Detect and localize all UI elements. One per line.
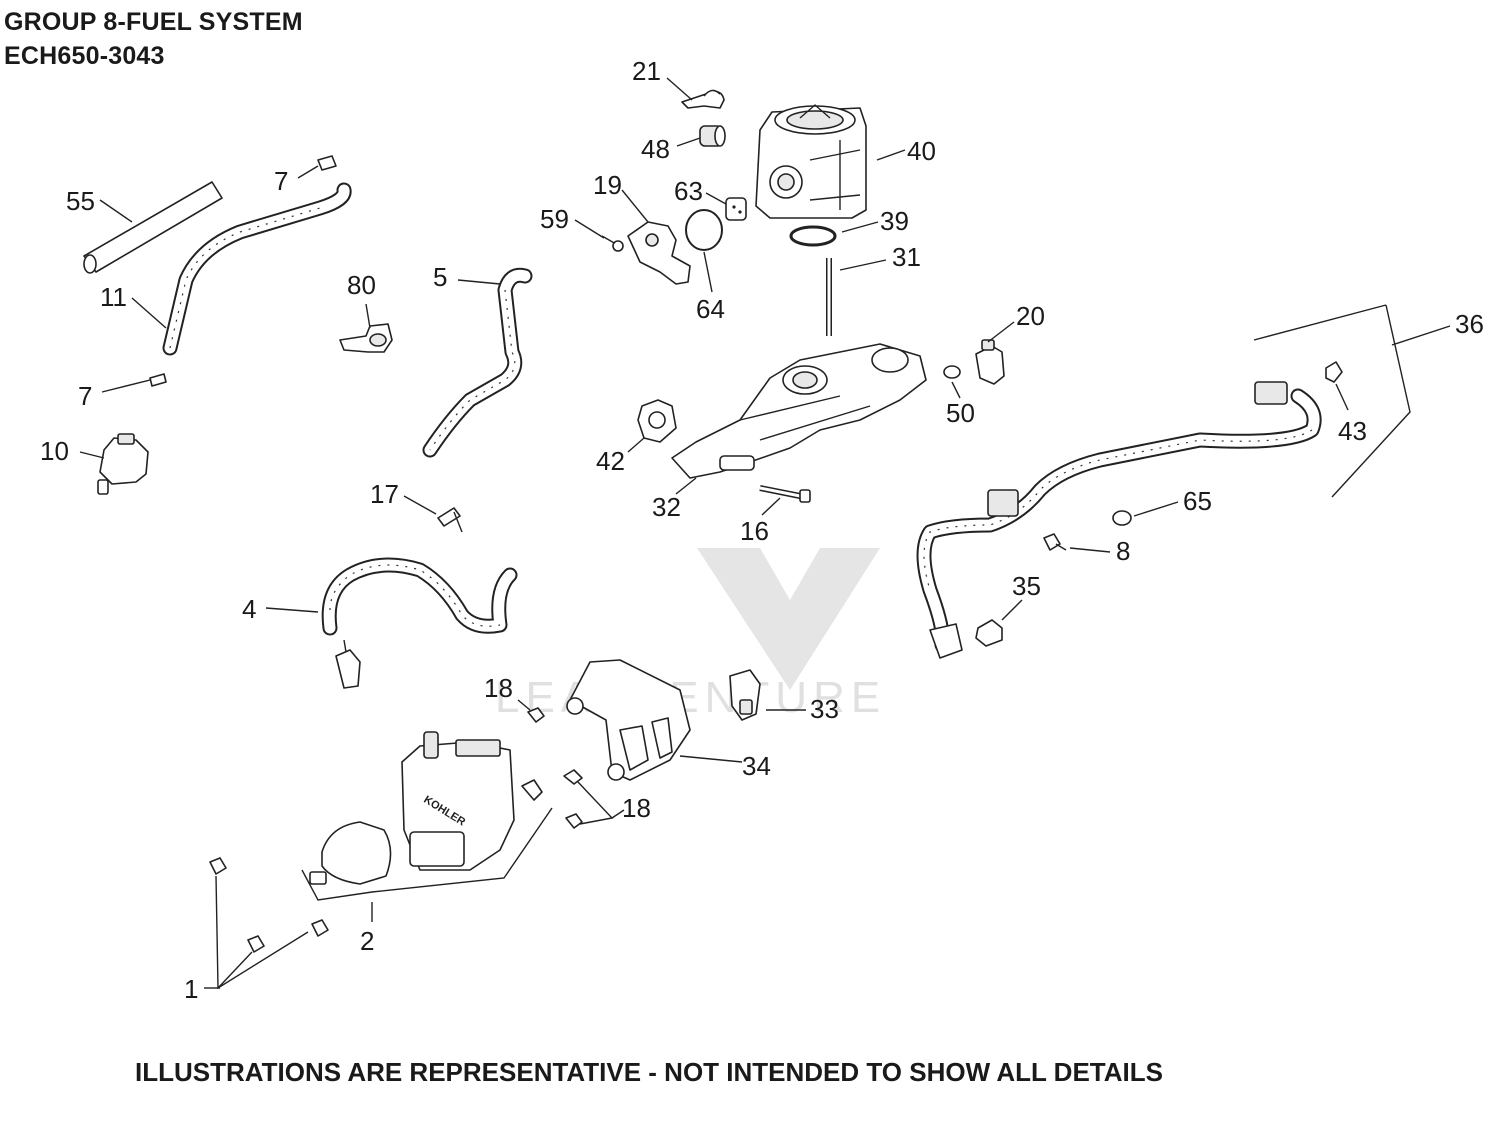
callout-31: 31	[892, 242, 921, 272]
callout-19: 19	[593, 170, 622, 200]
part-36-wiring-harness	[916, 381, 1322, 659]
callout-32: 32	[652, 492, 681, 522]
part-2-fuel-pump-module: KOHLER	[309, 731, 543, 885]
part-50-washer	[943, 365, 961, 379]
part-39-o-ring	[789, 225, 837, 247]
part-5-hose	[422, 267, 533, 458]
callout-39: 39	[880, 206, 909, 236]
callout-labels: 21 48 40 7 55 19 63 59 39 31 64 11 80 5 …	[40, 56, 1484, 1004]
part-19-sensor	[627, 221, 691, 285]
part-11-hose	[162, 182, 352, 356]
callout-36: 36	[1455, 309, 1484, 339]
part-65-washer	[1112, 510, 1132, 526]
watermark-logo-icon	[697, 548, 880, 690]
part-63-sensor-plug	[725, 197, 747, 221]
callout-33: 33	[810, 694, 839, 724]
callout-20: 20	[1016, 301, 1045, 331]
part-48-bushing	[699, 125, 726, 147]
part-43-nut	[1325, 361, 1343, 383]
diagram-title: GROUP 8-FUEL SYSTEM	[4, 8, 303, 36]
callout-7-lower: 7	[78, 381, 92, 411]
part-59-screw	[601, 235, 624, 252]
part-18-bolt-upper	[527, 707, 545, 723]
callout-80: 80	[347, 270, 376, 300]
part-40-throttle-body	[755, 104, 867, 219]
callout-43: 43	[1338, 416, 1367, 446]
part-34-bracket	[566, 659, 691, 781]
callout-16: 16	[740, 516, 769, 546]
watermark: LEADVENTURE	[495, 548, 886, 722]
callout-50: 50	[946, 398, 975, 428]
callout-17: 17	[370, 479, 399, 509]
part-32-intake-manifold	[671, 343, 927, 479]
callout-8: 8	[1116, 536, 1130, 566]
leader-lines	[79, 77, 1451, 990]
part-16-bolt	[759, 485, 811, 503]
callout-21: 21	[632, 56, 661, 86]
callout-35: 35	[1012, 571, 1041, 601]
part-18-bolts-lower	[563, 769, 583, 829]
callout-7-upper: 7	[274, 166, 288, 196]
callout-59: 59	[540, 204, 569, 234]
model-number: ECH650-3043	[4, 42, 165, 70]
watermark-text: LEADVENTURE	[495, 673, 886, 722]
callout-18-lower: 18	[622, 793, 651, 823]
part-7-clamp-upper	[317, 155, 337, 171]
callout-64: 64	[696, 294, 725, 324]
callout-18-upper: 18	[484, 673, 513, 703]
part-42-gasket	[637, 399, 677, 443]
callout-55: 55	[66, 186, 95, 216]
callout-2: 2	[360, 926, 374, 956]
part-8-bolt	[1043, 533, 1067, 551]
part-33-sensor	[729, 669, 761, 721]
part-17-fitting	[437, 507, 463, 533]
part-55-tube	[83, 181, 223, 274]
callout-40: 40	[907, 136, 936, 166]
callout-11: 11	[100, 282, 127, 312]
callout-65: 65	[1183, 486, 1212, 516]
part-4-hose	[321, 557, 518, 636]
callout-48: 48	[641, 134, 670, 164]
callout-1: 1	[184, 974, 198, 1004]
part-1-bolts	[209, 857, 329, 953]
part-35-cap	[975, 619, 1003, 647]
callout-4: 4	[242, 594, 256, 624]
part-80-clip	[339, 323, 393, 353]
part-21-clip	[681, 89, 725, 109]
callout-34: 34	[742, 751, 771, 781]
callout-63: 63	[674, 176, 703, 206]
part-4-fitting	[335, 639, 361, 689]
part-20-sensor	[975, 339, 1005, 385]
part-64-o-ring	[685, 209, 723, 251]
callout-5: 5	[433, 262, 447, 292]
callout-42: 42	[596, 446, 625, 476]
disclaimer-footer: ILLUSTRATIONS ARE REPRESENTATIVE - NOT I…	[135, 1057, 1163, 1087]
part-7-clamp-lower	[149, 373, 167, 387]
callout-10: 10	[40, 436, 69, 466]
part-10-fuel-regulator	[97, 433, 149, 495]
